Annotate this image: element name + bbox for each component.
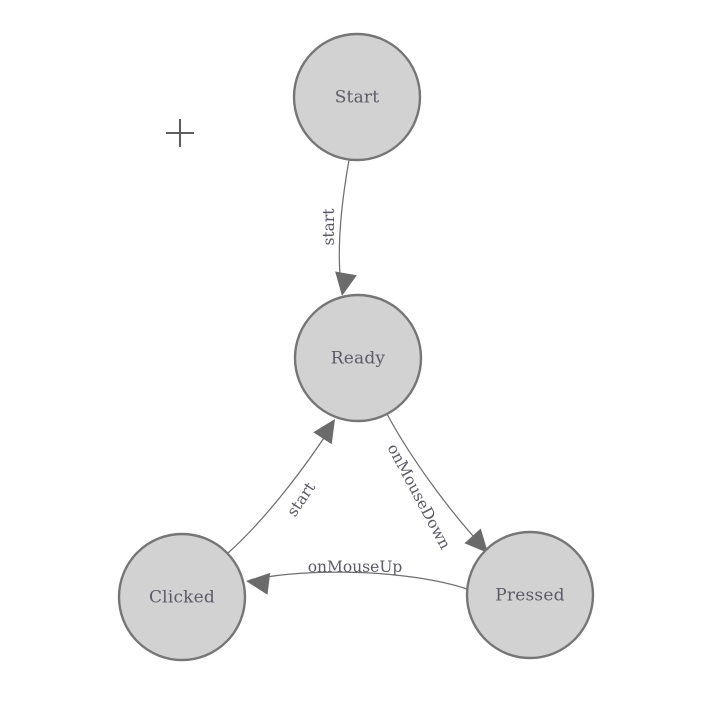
arrowhead-icon [464,528,488,553]
edge-pressed-to-clicked[interactable]: onMouseUp [246,558,468,595]
edge-line [249,571,468,590]
node-circle[interactable] [293,293,423,423]
node-clicked[interactable]: Clicked [117,532,247,662]
node-circle[interactable] [465,530,595,660]
edge-label: start [283,478,319,519]
node-ready[interactable]: Ready [293,293,423,423]
edge-line [386,413,486,550]
plus-icon [166,119,194,147]
node-label: Pressed [495,586,564,606]
edge-start-to-ready[interactable]: start [320,159,357,296]
node-label: Clicked [149,588,215,608]
edge-label: onMouseUp [308,558,403,576]
node-label: Ready [331,349,386,369]
node-circle[interactable] [117,532,247,662]
edge-label: start [320,208,338,246]
node-circle[interactable] [292,32,422,162]
arrowhead-icon [313,419,335,445]
edge-ready-to-pressed[interactable]: onMouseDown [384,413,488,553]
edge-label: onMouseDown [384,441,455,552]
arrowhead-icon [246,572,271,595]
edge-clicked-to-ready[interactable]: start [227,419,335,554]
overlay-layer [166,119,194,147]
arrowhead-icon [335,271,357,296]
node-pressed[interactable]: Pressed [465,530,595,660]
node-start[interactable]: Start [292,32,422,162]
node-label: Start [335,88,380,108]
